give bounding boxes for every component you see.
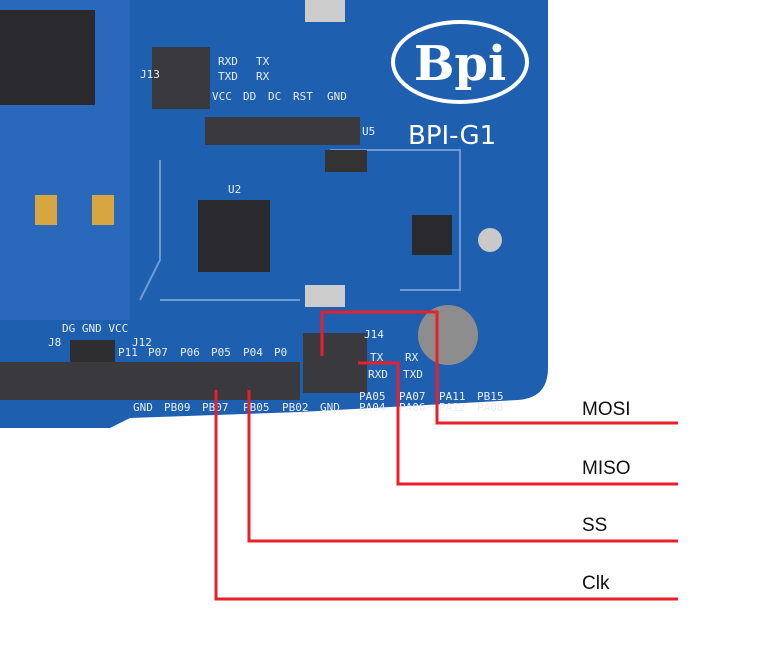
board-model: BPI-G1 [408, 121, 496, 151]
silk-rx2: RX [405, 351, 419, 364]
silk-p06: P06 [180, 346, 200, 359]
j14-label: J14 [364, 328, 384, 341]
rf-chip [412, 215, 452, 255]
silk-txd: TXD [218, 70, 238, 83]
silk-vcc: VCC [212, 90, 232, 103]
label-clk: Clk [582, 573, 610, 594]
silk-p07: P07 [148, 346, 168, 359]
silk-gnd-1: GND [133, 401, 153, 414]
silk-p11: P11 [118, 346, 138, 359]
wire-miso [358, 361, 678, 486]
j12-label: J12 [132, 336, 152, 349]
capacitor [92, 195, 114, 225]
j8-pins: DG GND VCC [62, 322, 128, 335]
silk-pb05: PB05 [243, 401, 270, 414]
u5-label: U5 [362, 125, 375, 138]
bpi-logo [391, 20, 529, 104]
silk-pa04: PA04 [359, 401, 386, 414]
silk-pb02: PB02 [282, 401, 309, 414]
capacitor [35, 195, 57, 225]
silk-tx: TX [256, 55, 270, 68]
u5-header [205, 117, 360, 145]
silk-p05: P05 [211, 346, 231, 359]
inductor [325, 150, 367, 172]
silk-pa07: PA07 [399, 390, 426, 403]
silk-pa08: PA08 [477, 401, 504, 414]
silk-tx2: TX [370, 351, 384, 364]
silk-gnd-2: GND [320, 401, 340, 414]
j14-header [303, 333, 367, 393]
silk-p04: P04 [243, 346, 263, 359]
j12-header [0, 362, 300, 400]
j8-header [70, 340, 115, 362]
crystal-2 [305, 285, 345, 307]
silk-txd2: TXD [403, 368, 423, 381]
silk-dd: DD [243, 90, 256, 103]
silk-rxd2: RXD [368, 368, 388, 381]
silk-pa06: PA06 [399, 401, 426, 414]
silk-rxd: RXD [218, 55, 238, 68]
label-miso: MISO [582, 458, 631, 479]
mcu-chip [0, 10, 95, 105]
silk-gnd: GND [327, 90, 347, 103]
pcb-board [0, 0, 548, 428]
silk-pa11: PA11 [439, 390, 466, 403]
j13-header [152, 47, 210, 109]
logo-text: Bpi [414, 36, 506, 92]
label-mosi: MOSI [582, 399, 631, 420]
silk-dc: DC [268, 90, 281, 103]
silk-pb15: PB15 [477, 390, 504, 403]
silk-rst: RST [293, 90, 313, 103]
silkscreen-outline [139, 149, 461, 301]
label-ss: SS [582, 515, 607, 536]
silk-p0: P0 [274, 346, 287, 359]
silk-pa12: PA12 [439, 401, 466, 414]
wire-ss [247, 390, 678, 543]
silk-rx: RX [256, 70, 270, 83]
j8-label: J8 [48, 336, 61, 349]
antenna-connector [478, 228, 502, 252]
u2-label: U2 [228, 183, 241, 196]
wire-clk [214, 390, 678, 601]
j13-label: J13 [140, 68, 160, 81]
u2-chip [198, 200, 270, 272]
silk-pb09: PB09 [164, 401, 191, 414]
mounting-hole [418, 305, 478, 365]
wire-mosi [320, 310, 678, 425]
silk-pa05: PA05 [359, 390, 386, 403]
crystal [305, 0, 345, 22]
